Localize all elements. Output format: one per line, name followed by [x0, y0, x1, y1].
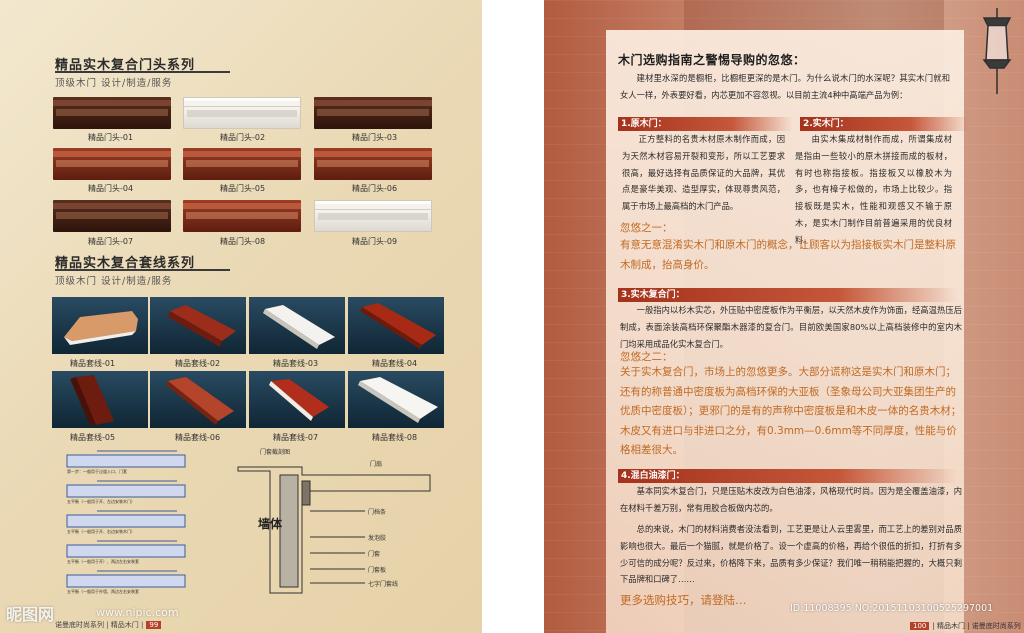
more-tips-link[interactable]: 更多选购技巧，请登陆… [620, 593, 747, 607]
warning-text-1: 有意无意混淆实木门和原木门的概念，让顾客以为指接板实木门是整料原木制成，抬高身价… [620, 239, 956, 271]
guide-title: 木门选购指南之警惕导购的忽悠： [618, 53, 806, 67]
door-trim-image-04 [348, 297, 444, 354]
section-heading-4: 4.混白油漆门： [618, 469, 958, 483]
step-note-5: 五平衡（一般用于外墙、两边左右安装套 [67, 589, 139, 594]
door-trim-label-01: 精品套线-01 [70, 359, 116, 368]
section-text-3: 一般指内以杉木实芯，外压贴中密度板作为平衡层，以天然木皮作为饰面，经高温热压后制… [620, 305, 962, 349]
door-trim-image-01 [52, 297, 148, 354]
section-text-2: 由实木集成材制作而成，所谓集成材是指由一些较小的原木拼接而成的板材，有时也称指接… [795, 134, 952, 245]
step-note-1: 第一步：一般用于过道入口、门套 [67, 469, 127, 474]
page-number-right: 100 [910, 622, 930, 630]
step-note-3: 五平衡（一般用于开、右边安装木门） [67, 529, 135, 534]
watermark-id: ID:11008395 NO:20151103100525297001 [790, 603, 994, 614]
page-gutter [482, 0, 544, 633]
door-header-label-01: 精品门头-01 [88, 133, 134, 142]
door-header-label-04: 精品门头-04 [88, 184, 134, 193]
door-header-image-09 [314, 200, 432, 232]
door-header-label-05: 精品门头-05 [220, 184, 266, 193]
door-trim-image-05 [52, 371, 148, 428]
section2-subtitle: 顶级木门 设计/制造/服务 [55, 276, 173, 287]
door-header-image-07 [53, 200, 171, 232]
door-header-label-08: 精品门头-08 [220, 237, 266, 246]
door-header-image-02 [183, 97, 301, 129]
door-leaf-label: 门扇 [370, 461, 383, 468]
section1-subtitle: 顶级木门 设计/制造/服务 [55, 78, 173, 89]
door-header-label-06: 精品门头-06 [352, 184, 398, 193]
section1-rule [55, 71, 230, 73]
page-number-left: 99 [146, 621, 162, 629]
footer-left-text: 诺曼底时尚系列 | 精品木门 | [55, 621, 144, 629]
door-trim-label-06: 精品套线-06 [175, 433, 221, 442]
watermark-logo: 昵图网 [6, 605, 55, 624]
section2-title: 精品实木复合套线系列 [55, 256, 196, 271]
door-header-image-06 [314, 148, 432, 180]
door-header-image-04 [53, 148, 171, 180]
warning-text-2: 关于实木复合门，市场上的忽悠更多。大部分谎称这是实木门和原木门；还有的称普通中密… [620, 366, 962, 456]
door-trim-image-06 [150, 371, 246, 428]
footer-left: 诺曼底时尚系列 | 精品木门 |99 [55, 620, 162, 630]
footer-right: 100| 精品木门 | 诺曼底时尚系列 [910, 621, 1021, 631]
door-trim-image-02 [150, 297, 246, 354]
wall-label: 墙体 [258, 517, 283, 531]
section2-rule [55, 269, 230, 271]
door-trim-image-03 [249, 297, 345, 354]
part-label-1: 门档条 [368, 509, 387, 516]
wall-lamp-icon [982, 8, 1012, 94]
door-trim-label-03: 精品套线-03 [273, 359, 319, 368]
intro-paragraph: 建材里水深的是橱柜，比橱柜更深的是木门。为什么说木门的水深呢？其实木门就和女人一… [620, 73, 950, 100]
section-text-4: 基本同实木复合门，只是压贴木皮改为白色油漆，风格现代时尚。因为是全覆盖油漆，内在… [620, 486, 962, 513]
door-trim-label-07: 精品套线-07 [273, 433, 319, 442]
door-trim-label-05: 精品套线-05 [70, 433, 116, 442]
summary-paragraph: 总的来说，木门的材料消费者没法看到，工艺更是让人云里雾里，而工艺上的差别对品质影… [620, 524, 962, 585]
left-page: 精品实木复合门头系列 顶级木门 设计/制造/服务 精品门头-01 精品门头-02… [0, 0, 482, 633]
step-note-2: 五平衡（一般用于开、左边安装木门） [67, 499, 135, 504]
section-heading-1: 1.原木门： [618, 117, 793, 131]
door-header-label-03: 精品门头-03 [352, 133, 398, 142]
door-section-title: 门套截剖图 [260, 449, 291, 456]
section-heading-2: 2.实木门： [800, 117, 970, 131]
door-header-image-01 [53, 97, 171, 129]
door-header-image-05 [183, 148, 301, 180]
door-trim-label-08: 精品套线-08 [372, 433, 418, 442]
watermark-url: www.nipic.com [96, 606, 179, 619]
door-trim-label-04: 精品套线-04 [372, 359, 418, 368]
part-label-4: 门套板 [368, 567, 387, 574]
part-label-3: 门套 [368, 551, 381, 558]
door-trim-label-02: 精品套线-02 [175, 359, 221, 368]
warning-title-1: 忽悠之一： [620, 222, 673, 234]
footer-right-text: | 精品木门 | 诺曼底时尚系列 [932, 622, 1021, 630]
door-trim-image-07 [249, 371, 345, 428]
door-trim-image-08 [348, 371, 444, 428]
door-header-image-03 [314, 97, 432, 129]
step-note-4: 五平衡（一般用于开）、两边左右安装套 [67, 559, 139, 564]
section1-title: 精品实木复合门头系列 [55, 58, 196, 73]
door-header-label-07: 精品门头-07 [88, 237, 134, 246]
door-header-image-08 [183, 200, 301, 232]
warning-title-2: 忽悠之二： [620, 351, 673, 363]
door-header-label-02: 精品门头-02 [220, 133, 266, 142]
part-label-5: 七字门套线 [368, 581, 399, 588]
section-text-1: 正方整料的名贵木材原木制作而成，因为天然木材容易开裂和变形，所以工艺要求很高，最… [622, 134, 785, 212]
door-header-label-09: 精品门头-09 [352, 237, 398, 246]
door-casing-section-diagram: 门套截剖图 墙体 门扇 门档条 发泡胶 门套 门套板 七字门套线 [230, 445, 440, 600]
part-label-2: 发泡胶 [368, 535, 387, 542]
section-heading-3: 3.实木复合门： [618, 288, 958, 302]
installation-steps-diagram: 第一步：一般用于过道入口、门套 五平衡（一般用于开、左边安装木门） 五平衡（一般… [57, 449, 197, 599]
